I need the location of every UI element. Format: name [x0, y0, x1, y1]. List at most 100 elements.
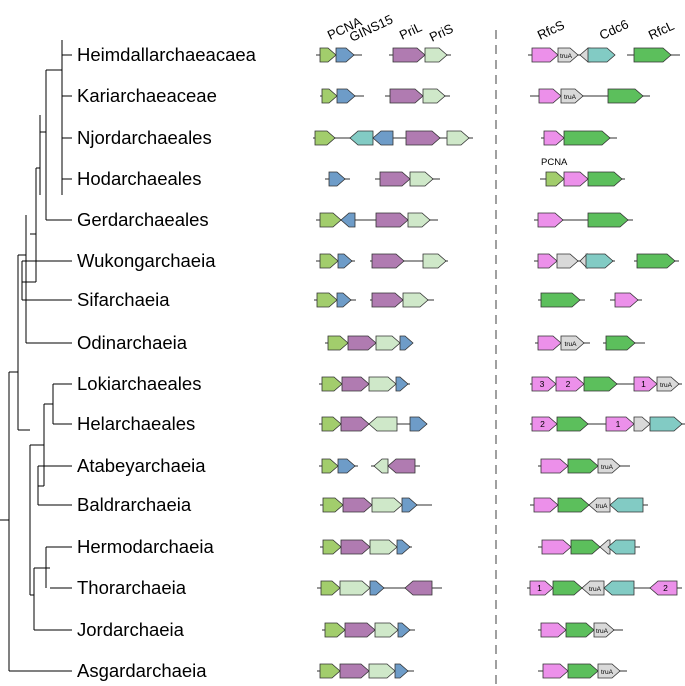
trua-gene-arrow	[633, 416, 651, 432]
taxon-label: Njordarchaeales	[77, 127, 212, 148]
pcna-gene-arrow	[322, 497, 344, 513]
pris-gene-arrow	[407, 212, 431, 228]
gene-label: 2	[566, 379, 571, 389]
rfcs-gene-arrow	[542, 663, 569, 679]
rfcs-gene-arrow	[538, 88, 562, 104]
gins15-gene-arrow	[336, 292, 352, 308]
cdc6-gene-arrow	[349, 130, 374, 146]
rfcs-gene-arrow	[531, 376, 557, 392]
gene-label: truA	[596, 628, 609, 635]
rfcs-gene-arrow	[529, 580, 554, 596]
trua-gene-arrow	[560, 88, 584, 104]
rfcs-gene-arrow	[531, 416, 558, 432]
rfcs-gene-arrow	[543, 130, 565, 146]
pcna-gene-arrow	[319, 253, 339, 269]
gene-label: 1	[641, 379, 646, 389]
gene-label: 2	[540, 419, 545, 429]
pril-gene-arrow	[341, 376, 370, 392]
gene-label: truA	[601, 464, 614, 471]
trua-gene-arrow	[599, 539, 611, 555]
pris-gene-arrow	[375, 335, 401, 351]
cdc6-gene-arrow	[585, 253, 614, 269]
pril-gene-arrow	[371, 292, 404, 308]
taxon-label: Atabeyarchaeia	[77, 455, 206, 476]
pcna-gene-arrow	[324, 622, 346, 638]
gins15-gene-arrow	[409, 416, 428, 432]
gins15-gene-arrow	[337, 458, 356, 474]
trua-gene-arrow	[557, 47, 579, 63]
taxon-label: Kariarchaeaceae	[77, 85, 217, 106]
rfcs-gene-arrow	[605, 416, 635, 432]
rfcl-gene-arrow	[567, 663, 599, 679]
pcna-gene-arrow	[319, 212, 342, 228]
gins15-gene-arrow	[395, 376, 409, 392]
pcna-gene-arrow	[316, 292, 338, 308]
pcna-gene-arrow	[321, 416, 342, 432]
rfcl-gene-arrow	[563, 130, 611, 146]
gene-label: 1	[537, 583, 542, 593]
header-rfcs: RfcS	[535, 17, 567, 43]
phylogenetic-tree	[0, 40, 72, 672]
pris-gene-arrow	[402, 292, 429, 308]
pril-gene-arrow	[389, 88, 424, 104]
taxon-label: Helarchaeales	[77, 413, 195, 434]
gins15-gene-arrow	[394, 663, 409, 679]
pcna-gene-arrow	[545, 171, 565, 187]
gins15-gene-arrow	[328, 171, 346, 187]
rfcl-gene-arrow	[567, 458, 599, 474]
rfcs-gene-arrow	[541, 539, 572, 555]
taxon-label: Thorarchaeia	[77, 577, 187, 598]
pcna-gene-arrow	[319, 47, 337, 63]
pris-gene-arrow	[368, 663, 396, 679]
rfcl-gene-arrow	[556, 416, 589, 432]
rfcs-gene-arrow	[531, 47, 559, 63]
rfcl-gene-arrow	[557, 497, 590, 513]
taxon-label: Jordarchaeia	[77, 619, 185, 640]
pril-gene-arrow	[340, 416, 370, 432]
pris-gene-arrow	[369, 539, 398, 555]
gene-label: truA	[601, 669, 614, 676]
rfcs-gene-arrow	[540, 458, 569, 474]
rfcs-gene-arrow	[563, 171, 589, 187]
pris-gene-arrow	[373, 458, 389, 474]
trua-gene-arrow	[560, 335, 585, 351]
rfcl-gene-arrow	[565, 622, 595, 638]
gins15-gene-arrow	[335, 47, 355, 63]
pcna-gene-arrow	[327, 335, 349, 351]
taxon-label: Heimdallarchaeacaea	[77, 44, 257, 65]
pril-gene-arrow	[387, 458, 416, 474]
gins15-gene-arrow	[336, 88, 356, 104]
pril-gene-arrow	[405, 130, 441, 146]
rfcl-gene-arrow	[583, 376, 618, 392]
rfcl-gene-arrow	[540, 292, 581, 308]
pril-gene-arrow	[347, 335, 377, 351]
rfcs-gene-arrow	[555, 376, 585, 392]
taxon-label: Lokiarchaeales	[77, 373, 201, 394]
pcna-gene-arrow	[321, 376, 343, 392]
pcna-gene-arrow	[320, 580, 341, 596]
taxon-label: Odinarchaeia	[77, 332, 188, 353]
rfcl-gene-arrow	[636, 253, 676, 269]
pris-gene-arrow	[424, 47, 448, 63]
taxon-label: Hodarchaeales	[77, 168, 201, 189]
header-pris: PriS	[427, 21, 456, 45]
rfcs-gene-arrow	[649, 580, 678, 596]
gene-label: 1	[616, 419, 621, 429]
taxon-label: Baldrarchaeia	[77, 494, 192, 515]
taxon-label: Asgardarchaeia	[77, 660, 207, 681]
pril-gene-arrow	[344, 622, 376, 638]
pris-gene-arrow	[368, 376, 397, 392]
taxon-label: Hermodarchaeia	[77, 536, 214, 557]
cdc6-gene-arrow	[603, 580, 635, 596]
rfcl-gene-arrow	[587, 171, 623, 187]
pris-gene-arrow	[409, 171, 434, 187]
rfcs-gene-arrow	[533, 497, 559, 513]
rfcs-gene-arrow	[540, 622, 567, 638]
trua-gene-arrow	[656, 376, 680, 392]
gene-label: truA	[660, 382, 673, 389]
pril-gene-arrow	[392, 47, 426, 63]
rfcs-gene-arrow	[537, 212, 564, 228]
trua-gene-arrow	[597, 663, 621, 679]
